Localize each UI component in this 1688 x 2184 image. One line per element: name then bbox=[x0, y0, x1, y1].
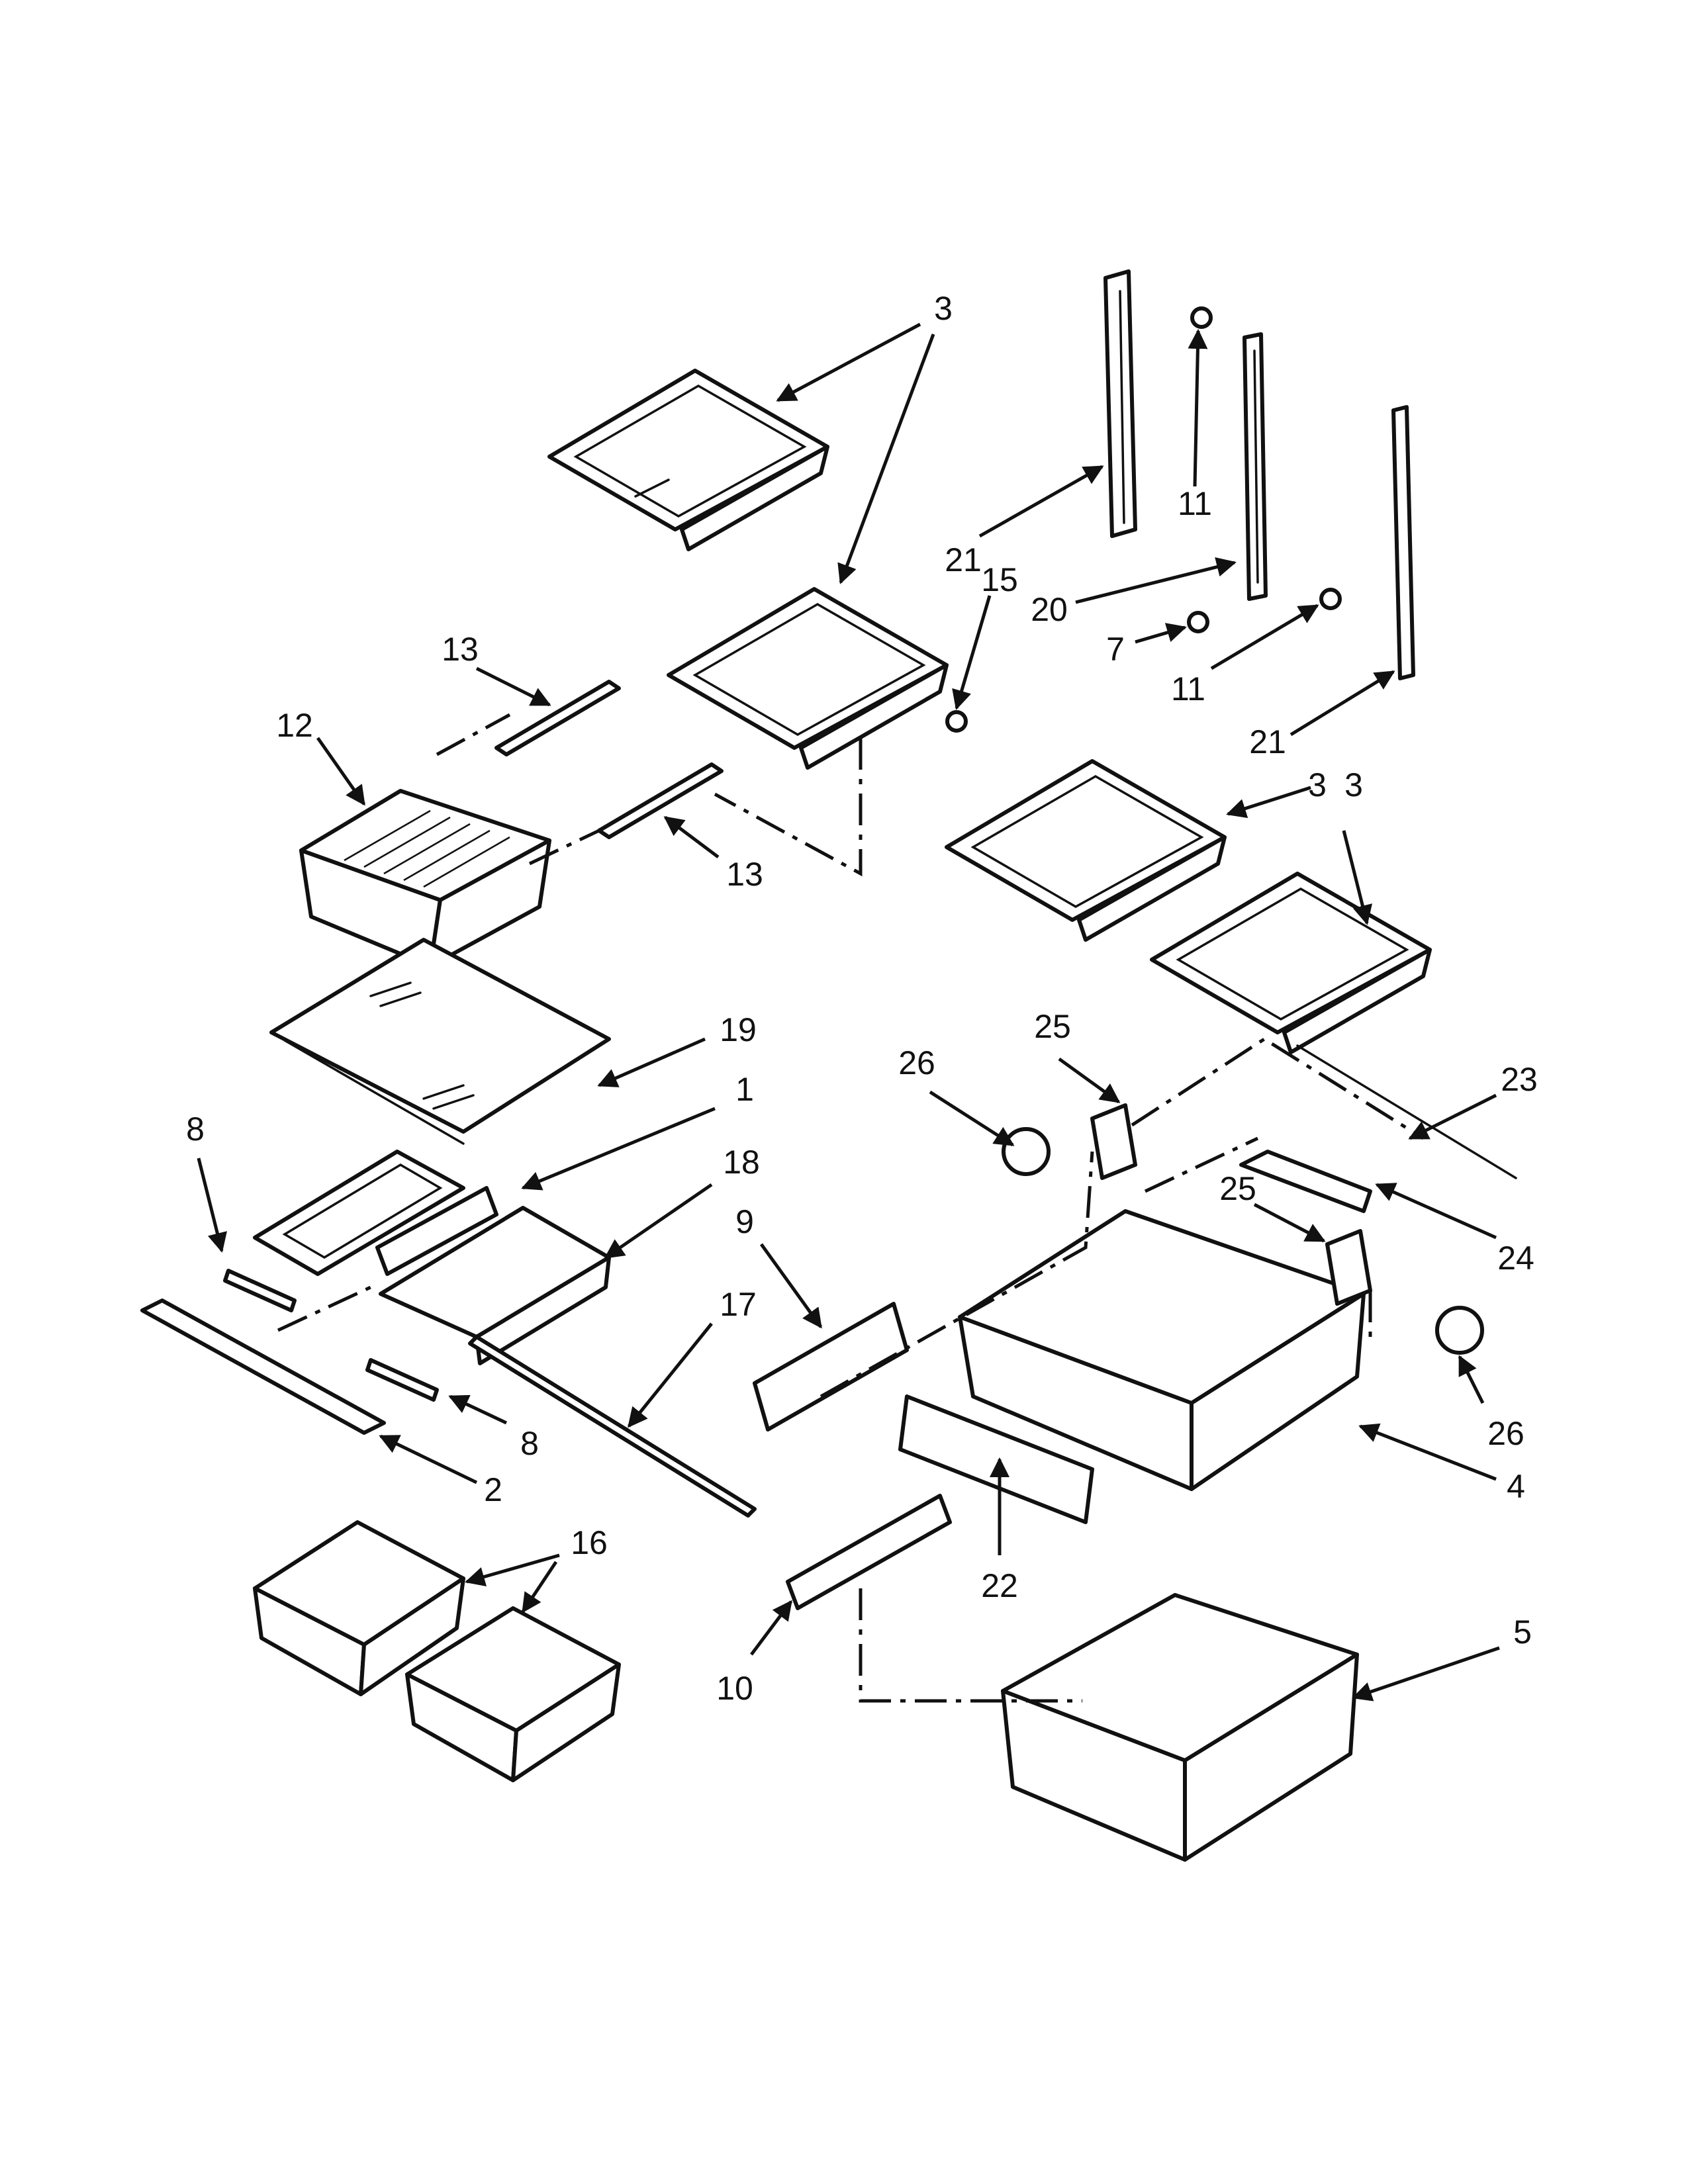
deli-drawer bbox=[299, 789, 551, 968]
screw-7 bbox=[1187, 611, 1209, 633]
trim-2 bbox=[140, 1298, 386, 1435]
phantom-lines bbox=[277, 713, 1425, 1703]
basket-divider-9 bbox=[753, 1302, 909, 1432]
crisper-drawer-left bbox=[253, 1520, 465, 1696]
slide-rail-lower bbox=[597, 762, 724, 839]
callout-22: 22 bbox=[981, 1567, 1018, 1604]
shelf-standard-left bbox=[1103, 269, 1137, 538]
crisper-divider bbox=[375, 1186, 498, 1276]
basket-divider-10 bbox=[786, 1494, 952, 1610]
callout-3a: 3 bbox=[934, 290, 953, 327]
slide-rail-upper bbox=[494, 680, 621, 756]
callout-11a: 11 bbox=[1178, 485, 1212, 522]
roller-26-upper bbox=[1002, 1127, 1051, 1176]
callout-20: 20 bbox=[1031, 591, 1068, 628]
callout-23: 23 bbox=[1501, 1061, 1538, 1098]
callout-16: 16 bbox=[571, 1524, 608, 1561]
callout-9: 9 bbox=[735, 1203, 754, 1240]
callout-5: 5 bbox=[1513, 1614, 1532, 1651]
callout-26b: 26 bbox=[1487, 1415, 1524, 1452]
callout-3c: 3 bbox=[1308, 766, 1327, 803]
callout-15: 15 bbox=[981, 561, 1018, 598]
callout-26a: 26 bbox=[898, 1044, 935, 1081]
crisper-rod bbox=[468, 1335, 757, 1518]
glass-shelf bbox=[269, 938, 611, 1145]
callout-21b: 21 bbox=[1249, 723, 1286, 760]
screw-15 bbox=[945, 710, 968, 733]
shelf-standard-middle bbox=[1243, 332, 1268, 601]
cantilever-shelf-right-1 bbox=[945, 759, 1227, 942]
callout-7: 7 bbox=[1106, 631, 1125, 668]
crisper-rail-right bbox=[365, 1358, 439, 1402]
callout-labels: 3 3 3 21 11 15 20 7 11 21 13 12 13 19 1 … bbox=[186, 290, 1538, 1707]
callout-2: 2 bbox=[484, 1471, 502, 1508]
crisper-drawer-right bbox=[405, 1606, 621, 1782]
callout-3b: 3 bbox=[1344, 766, 1363, 803]
callout-25b: 25 bbox=[1219, 1170, 1256, 1207]
roller-bracket-25-lower bbox=[1325, 1229, 1372, 1306]
callout-19: 19 bbox=[720, 1011, 757, 1048]
wire-basket-lower bbox=[1001, 1593, 1359, 1862]
callout-4: 4 bbox=[1507, 1468, 1525, 1505]
callout-13b: 13 bbox=[726, 856, 763, 893]
screw-11-top bbox=[1190, 306, 1213, 329]
wire-basket-upper bbox=[958, 1209, 1366, 1491]
crisper-frame-right bbox=[379, 1206, 611, 1365]
callout-8b: 8 bbox=[520, 1425, 539, 1462]
callout-11b: 11 bbox=[1171, 670, 1205, 707]
callout-10: 10 bbox=[716, 1670, 753, 1707]
crisper-rail-left bbox=[223, 1269, 297, 1312]
callout-12: 12 bbox=[276, 707, 313, 744]
callout-18: 18 bbox=[723, 1144, 760, 1181]
cantilever-shelf-right-2 bbox=[1150, 872, 1432, 1054]
callout-13a: 13 bbox=[442, 631, 479, 668]
callout-17: 17 bbox=[720, 1286, 757, 1323]
callout-1: 1 bbox=[735, 1071, 754, 1108]
screw-11-lower bbox=[1319, 588, 1342, 610]
callout-25a: 25 bbox=[1034, 1008, 1071, 1045]
cantilever-shelf-top bbox=[547, 369, 829, 551]
roller-26-lower bbox=[1435, 1306, 1484, 1355]
shelf-standard-right bbox=[1391, 405, 1415, 680]
callout-24: 24 bbox=[1497, 1240, 1534, 1277]
callout-8a: 8 bbox=[186, 1111, 205, 1148]
slide-assembly-23 bbox=[1296, 1044, 1517, 1179]
crisper-frame-left bbox=[253, 1150, 465, 1276]
leader-arrows bbox=[197, 322, 1500, 1702]
roller-bracket-25-upper bbox=[1090, 1103, 1137, 1180]
cantilever-shelf-middle bbox=[667, 587, 949, 770]
callout-21a: 21 bbox=[945, 541, 982, 578]
slide-assembly-24 bbox=[1239, 1150, 1372, 1213]
